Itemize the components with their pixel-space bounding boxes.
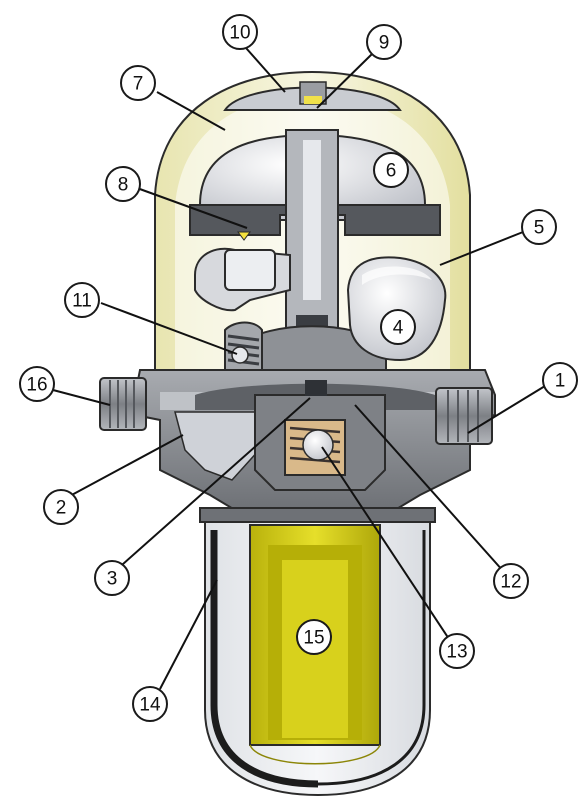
leader-11	[100, 302, 238, 355]
leader-8	[136, 187, 248, 229]
callout-8: 8	[105, 166, 141, 202]
callout-6-label: 6	[386, 161, 397, 182]
callout-3: 3	[94, 560, 130, 596]
callout-10: 10	[222, 14, 258, 50]
mounting-plate	[189, 204, 441, 236]
callout-10-label: 10	[229, 23, 250, 44]
callout-5-label: 5	[534, 218, 545, 239]
leader-3	[113, 397, 311, 573]
callout-1-label: 1	[555, 371, 566, 392]
callout-16: 16	[19, 366, 55, 402]
leader-1	[467, 385, 546, 434]
leader-7	[156, 91, 226, 131]
leader-2	[67, 434, 184, 498]
callout-14: 14	[132, 686, 168, 722]
callout-15-label: 15	[303, 628, 324, 649]
leader-10	[245, 47, 286, 93]
callout-5: 5	[521, 209, 557, 245]
callout-11-label: 11	[72, 291, 92, 312]
callout-2-label: 2	[56, 498, 67, 519]
callout-6: 6	[373, 152, 409, 188]
callout-15: 15	[296, 619, 332, 655]
callout-4: 4	[380, 309, 416, 345]
callout-14-label: 14	[139, 695, 161, 716]
valve-lever-assembly	[194, 231, 291, 379]
callout-13-label: 13	[446, 642, 467, 663]
callout-2: 2	[43, 489, 79, 525]
leader-14	[159, 579, 218, 690]
callout-12: 12	[493, 563, 529, 599]
leader-12	[354, 404, 505, 573]
callout-12-label: 12	[500, 572, 521, 593]
leader-5	[439, 231, 524, 266]
callout-7: 7	[120, 65, 156, 101]
leader-16	[52, 389, 111, 406]
callout-7-label: 7	[133, 74, 144, 95]
callout-16-label: 16	[26, 375, 47, 396]
central-stem	[237, 129, 387, 376]
leader-lines	[52, 47, 546, 690]
top-cap	[223, 81, 402, 111]
float-4	[346, 256, 447, 362]
callout-1: 1	[542, 362, 578, 398]
callout-8-label: 8	[118, 175, 129, 196]
leader-13	[321, 446, 450, 640]
leader-9	[316, 53, 373, 109]
callout-11: 11	[64, 282, 100, 318]
outlet-port-right	[435, 387, 493, 445]
callout-9: 9	[366, 24, 402, 60]
callout-3-label: 3	[107, 569, 118, 590]
callout-13: 13	[439, 633, 475, 669]
callout-9-label: 9	[379, 33, 390, 54]
callout-4-label: 4	[393, 318, 404, 339]
